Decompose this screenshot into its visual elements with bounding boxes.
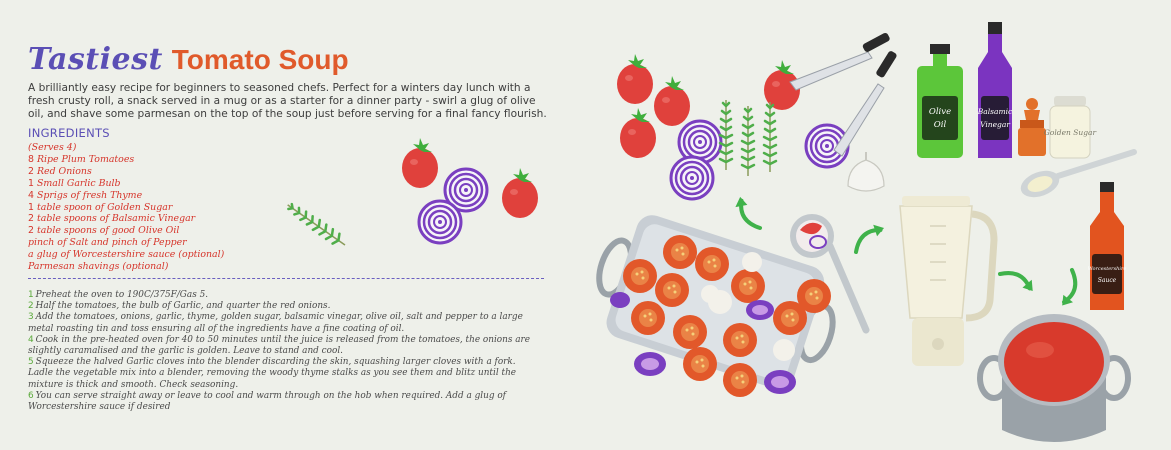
- tomato-icon: [502, 168, 538, 218]
- onion-icon: [416, 198, 464, 246]
- pepper-mill-icon: [1018, 98, 1046, 156]
- tomato-icon: [654, 76, 690, 126]
- ingredient-item: pinch of Salt and pinch of Pepper: [28, 237, 548, 249]
- thyme-sprig-icon: [762, 100, 778, 174]
- sugar-label: Golden Sugar: [1044, 128, 1097, 137]
- arrow-icon: [998, 259, 1040, 300]
- ingredient-text: a glug of Worcestershire sauce (optional…: [28, 249, 225, 261]
- onion-icon: [668, 154, 716, 202]
- section-divider: [28, 278, 544, 279]
- step-text: Add the tomatoes, onions, garlic, thyme,…: [28, 312, 523, 334]
- recipe-text: Tastiest Tomato Soup A brilliantly easy …: [28, 38, 548, 273]
- balsamic-label-1: Balsamic: [977, 107, 1013, 116]
- ingredient-text: Sprigs of fresh Thyme: [36, 189, 143, 201]
- worcestershire-label-1: Worcestershire: [1088, 266, 1127, 272]
- knife-icon: [789, 32, 890, 91]
- thyme-sprig-icon: [740, 104, 756, 178]
- ingredient-quantity: 2: [28, 165, 34, 177]
- sugar-jar-icon: Golden Sugar: [1044, 96, 1097, 159]
- step-number: 6: [28, 390, 34, 401]
- intro-paragraph: A brilliantly easy recipe for beginners …: [28, 82, 547, 120]
- balsamic-label-2: Vinegar: [980, 120, 1010, 129]
- knife-icon: [833, 51, 897, 157]
- soup-pot-icon: [977, 314, 1131, 442]
- olive-oil-label-1: Olive: [929, 107, 951, 117]
- roasted-vegetables: [610, 235, 831, 397]
- tomato-icon: [402, 138, 438, 188]
- ingredient-text: table spoon of Golden Sugar: [36, 201, 173, 213]
- blender-icon: [899, 196, 998, 366]
- ingredient-item: a glug of Worcestershire sauce (optional…: [28, 249, 548, 261]
- step-text: You can serve straight away or leave to …: [28, 390, 506, 413]
- olive-oil-bottle-icon: Olive Oil: [917, 44, 963, 158]
- title-part-1: Tastiest: [28, 42, 163, 77]
- ingredient-text: table spoons of good Olive Oil: [36, 225, 180, 237]
- ingredient-text: table spoons of Balsamic Vinegar: [36, 213, 196, 225]
- spoon-icon: [1020, 149, 1137, 198]
- ingredient-text: (Serves 4): [28, 142, 77, 153]
- ingredient-quantity: 2: [28, 225, 34, 237]
- ingredient-text: Parmesan shavings (optional): [28, 261, 169, 273]
- ingredient-quantity: 4: [28, 189, 34, 201]
- balsamic-bottle-icon: Balsamic Vinegar: [977, 22, 1013, 158]
- ingredient-text: pinch of Salt and pinch of Pepper: [28, 237, 187, 249]
- title-part-2: Tomato Soup: [171, 44, 349, 75]
- ingredient-quantity: 8: [28, 153, 34, 165]
- worcestershire-label-2: Sauce: [1098, 277, 1117, 284]
- step-number: 3: [28, 312, 34, 323]
- ingredient-quantity: 2: [28, 213, 34, 225]
- step-number: 1: [28, 290, 34, 300]
- page-title: Tastiest Tomato Soup: [28, 38, 548, 78]
- ingredient-text: Small Garlic Bulb: [36, 177, 121, 189]
- step-text: Preheat the oven to 190C/375F/Gas 5.: [35, 290, 209, 300]
- tomato-icon: [617, 54, 653, 104]
- step-number: 5: [28, 357, 34, 368]
- ingredient-item: Parmesan shavings (optional): [28, 261, 548, 273]
- ingredient-text: Ripe Plum Tomatoes: [36, 153, 135, 165]
- ingredient-item: (Serves 4): [28, 142, 548, 154]
- ingredient-text: Red Onions: [36, 165, 92, 177]
- arrow-icon: [848, 221, 887, 252]
- ingredients-heading: INGREDIENTS: [28, 126, 110, 140]
- step-number: 2: [28, 301, 34, 312]
- step-text: Half the tomatoes, the bulb of Garlic, a…: [35, 301, 331, 312]
- step-number: 4: [28, 334, 34, 345]
- ladle-icon: [790, 214, 870, 334]
- olive-oil-label-2: Oil: [934, 120, 947, 130]
- garlic-icon: [847, 152, 885, 192]
- arrow-icon: [730, 192, 762, 236]
- step-text: Squeeze the halved Garlic cloves into th…: [28, 357, 517, 390]
- thyme-sprig-icon: [718, 98, 734, 172]
- ingredient-quantity: 1: [28, 177, 34, 189]
- tomato-icon: [620, 108, 656, 158]
- ingredient-quantity: 1: [28, 201, 34, 213]
- step-text: Cook in the pre-heated oven for 40 to 50…: [28, 334, 531, 357]
- worcestershire-bottle-icon: Worcestershire Sauce: [1088, 182, 1127, 310]
- thyme-sprig-icon: [282, 198, 350, 252]
- arrow-icon: [1055, 270, 1086, 309]
